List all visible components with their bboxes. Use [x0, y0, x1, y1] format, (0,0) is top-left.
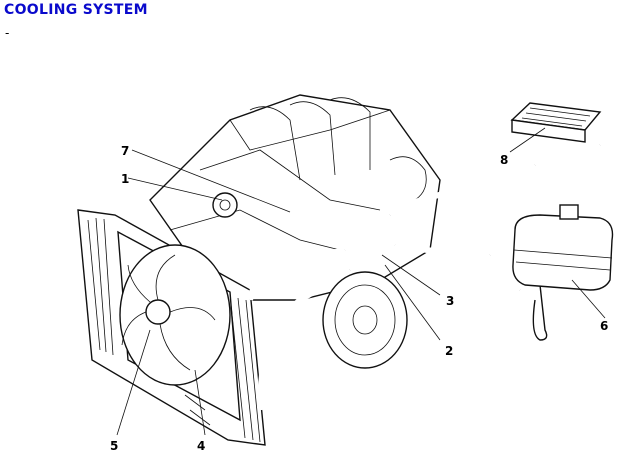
callout-3: 3	[446, 294, 454, 308]
cooling-fan	[117, 230, 241, 422]
expansion-tank	[512, 204, 614, 291]
callout-1: 1	[121, 172, 129, 186]
page-subtitle: -	[5, 26, 10, 40]
callout-8: 8	[500, 153, 508, 167]
callout-4: 4	[197, 439, 205, 453]
heater-matrix	[510, 102, 602, 143]
callout-5: 5	[110, 439, 118, 453]
callout-6: 6	[600, 319, 608, 333]
coolant-hoses	[247, 142, 602, 411]
leader-lines	[116, 127, 606, 436]
callout-2: 2	[445, 344, 453, 358]
page-title: COOLING SYSTEM	[4, 2, 148, 18]
crank-pulley	[322, 271, 408, 369]
callout-7: 7	[121, 144, 129, 158]
